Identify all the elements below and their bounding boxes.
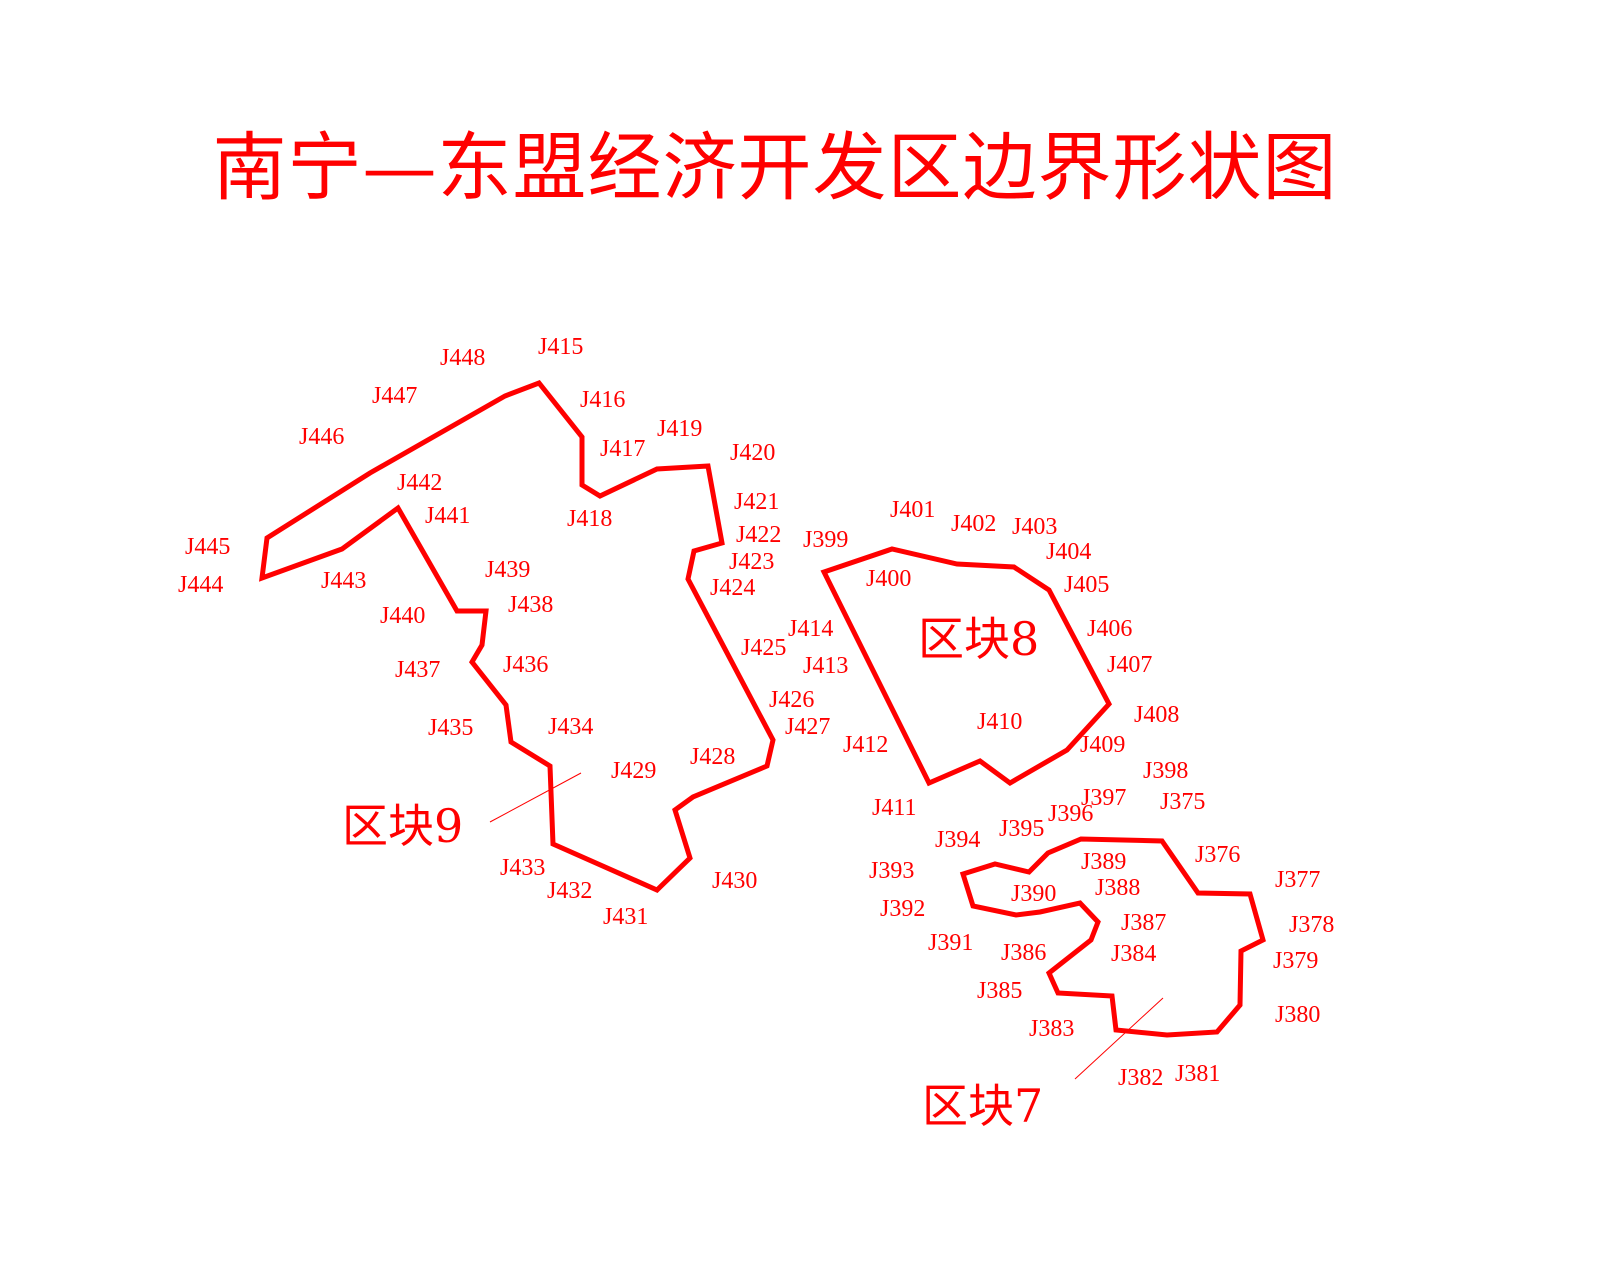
point-label: J448 bbox=[440, 345, 485, 371]
point-label: J444 bbox=[178, 572, 223, 598]
point-label: J434 bbox=[548, 714, 593, 740]
point-label: J426 bbox=[769, 687, 814, 713]
point-label: J401 bbox=[890, 497, 935, 523]
point-label: J408 bbox=[1134, 702, 1179, 728]
point-label: J432 bbox=[547, 878, 592, 904]
point-label: J411 bbox=[872, 795, 916, 821]
point-label: J438 bbox=[508, 592, 553, 618]
block9-leader-line bbox=[489, 772, 582, 823]
point-label: J421 bbox=[734, 489, 779, 515]
point-label: J386 bbox=[1001, 940, 1046, 966]
point-label: J422 bbox=[736, 522, 781, 548]
point-label: J414 bbox=[788, 616, 833, 642]
point-label: J390 bbox=[1011, 881, 1056, 907]
point-label: J384 bbox=[1111, 941, 1156, 967]
point-label: J377 bbox=[1275, 867, 1320, 893]
point-label: J441 bbox=[425, 503, 470, 529]
block7-leader-line bbox=[1074, 997, 1164, 1080]
point-label: J413 bbox=[803, 653, 848, 679]
point-label: J399 bbox=[803, 527, 848, 553]
point-label: J393 bbox=[869, 858, 914, 884]
point-label: J412 bbox=[843, 732, 888, 758]
point-label: J392 bbox=[880, 896, 925, 922]
point-label: J381 bbox=[1175, 1061, 1220, 1087]
point-label: J409 bbox=[1080, 732, 1125, 758]
block9-boundary bbox=[259, 380, 776, 893]
point-label: J447 bbox=[372, 383, 417, 409]
point-label: J395 bbox=[999, 816, 1044, 842]
point-label: J429 bbox=[611, 758, 656, 784]
point-label: J425 bbox=[741, 635, 786, 661]
point-label: J406 bbox=[1087, 616, 1132, 642]
point-label: J430 bbox=[712, 868, 757, 894]
block7-boundary bbox=[959, 836, 1266, 1038]
point-label: J385 bbox=[977, 978, 1022, 1004]
block9-label: 区块9 bbox=[342, 799, 463, 853]
point-label: J424 bbox=[710, 575, 755, 601]
point-label: J445 bbox=[185, 534, 230, 560]
point-label: J423 bbox=[729, 549, 774, 575]
point-label: J389 bbox=[1081, 849, 1126, 875]
point-label: J375 bbox=[1160, 789, 1205, 815]
point-label: J400 bbox=[866, 566, 911, 592]
point-label: J417 bbox=[600, 436, 645, 462]
point-label: J420 bbox=[730, 440, 775, 466]
point-label: J415 bbox=[538, 334, 583, 360]
point-label: J394 bbox=[935, 827, 980, 853]
point-label: J378 bbox=[1289, 912, 1334, 938]
point-label: J419 bbox=[657, 416, 702, 442]
block8-label: 区块8 bbox=[918, 612, 1039, 666]
point-label: J427 bbox=[785, 714, 830, 740]
point-label: J398 bbox=[1143, 758, 1188, 784]
point-label: J403 bbox=[1012, 514, 1057, 540]
point-label: J396 bbox=[1048, 801, 1093, 827]
point-label: J443 bbox=[321, 568, 366, 594]
point-label: J428 bbox=[690, 744, 735, 770]
point-label: J437 bbox=[395, 657, 440, 683]
point-label: J418 bbox=[567, 506, 612, 532]
point-label: J376 bbox=[1195, 842, 1240, 868]
point-label: J379 bbox=[1273, 948, 1318, 974]
point-label: J436 bbox=[503, 652, 548, 678]
point-label: J391 bbox=[928, 930, 973, 956]
point-label: J405 bbox=[1064, 572, 1109, 598]
point-label: J383 bbox=[1029, 1016, 1074, 1042]
point-label: J431 bbox=[603, 904, 648, 930]
point-label: J402 bbox=[951, 511, 996, 537]
block8-boundary bbox=[820, 546, 1113, 787]
point-label: J397 bbox=[1081, 785, 1126, 811]
point-label: J380 bbox=[1275, 1002, 1320, 1028]
point-label: J407 bbox=[1107, 652, 1152, 678]
point-label: J435 bbox=[428, 715, 473, 741]
point-label: J440 bbox=[380, 603, 425, 629]
point-label: J433 bbox=[500, 855, 545, 881]
point-label: J387 bbox=[1121, 910, 1166, 936]
block7-label: 区块7 bbox=[922, 1079, 1043, 1133]
point-label: J442 bbox=[397, 470, 442, 496]
point-label: J388 bbox=[1095, 875, 1140, 901]
point-label: J382 bbox=[1118, 1065, 1163, 1091]
point-label: J416 bbox=[580, 387, 625, 413]
point-label: J439 bbox=[485, 557, 530, 583]
point-label: J404 bbox=[1046, 539, 1091, 565]
page-title: 南宁—东盟经济开发区边界形状图 bbox=[212, 125, 1338, 211]
point-label: J410 bbox=[977, 709, 1022, 735]
point-label: J446 bbox=[299, 424, 344, 450]
